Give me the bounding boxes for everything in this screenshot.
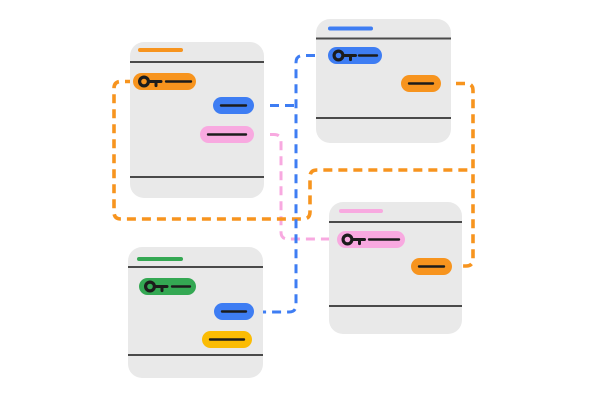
relation-pink-connector	[255, 133, 344, 241]
relation-orange-connector	[112, 79, 475, 268]
key-icon	[332, 49, 357, 62]
card-table-bottom-right	[329, 202, 462, 334]
field-pill-attribute	[202, 331, 252, 348]
blue-dashed-link	[255, 54, 330, 314]
card-table-bottom-left	[128, 247, 263, 378]
field-pill-primary-key	[133, 73, 196, 90]
field-pill-attribute	[200, 126, 254, 143]
key-icon	[144, 280, 169, 293]
pill-background	[133, 73, 196, 90]
field-pill-primary-key	[328, 47, 382, 64]
field-pill-attribute	[411, 258, 452, 275]
pink-dashed-link	[255, 133, 344, 241]
card-table-top-left	[130, 42, 264, 198]
card-body	[130, 42, 264, 198]
field-pill-attribute	[213, 97, 254, 114]
field-pill-attribute	[401, 75, 441, 92]
field-pill-primary-key	[139, 278, 196, 295]
card-table-top-right	[316, 19, 451, 143]
key-icon	[341, 233, 366, 246]
orange-dashed-right-branch	[441, 81, 475, 268]
orange-dashed-loop	[112, 79, 473, 221]
field-pill-primary-key	[337, 231, 405, 248]
field-pill-attribute	[214, 303, 254, 320]
key-icon	[138, 75, 163, 88]
